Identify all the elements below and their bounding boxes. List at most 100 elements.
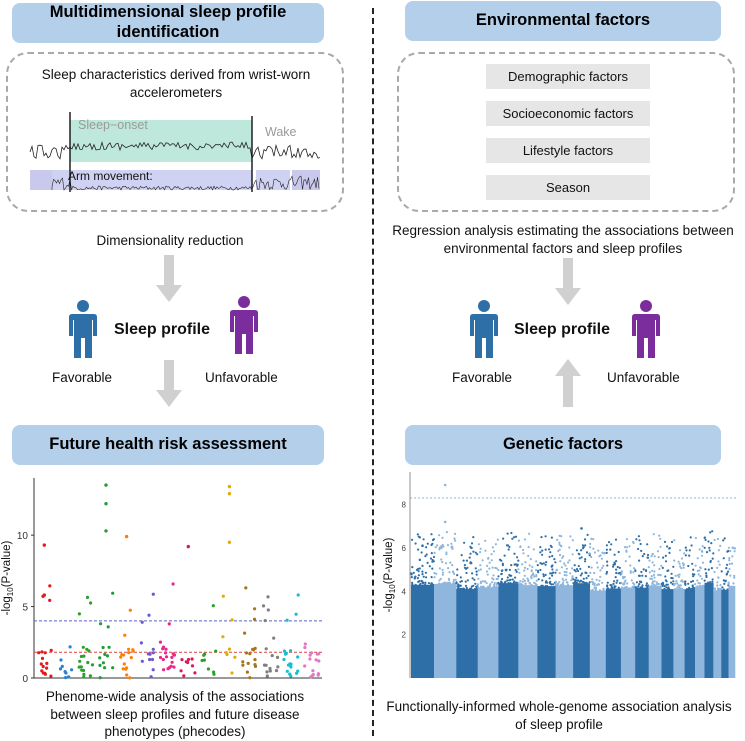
manhattan-point bbox=[716, 537, 719, 541]
manhattan-point bbox=[474, 567, 477, 570]
phewas-point bbox=[214, 649, 218, 653]
phewas-top-point bbox=[104, 502, 108, 506]
phewas-point bbox=[151, 651, 155, 655]
manhattan-point bbox=[606, 564, 609, 567]
manhattan-point bbox=[544, 563, 547, 566]
phewas-point bbox=[140, 659, 144, 663]
manhattan-point bbox=[563, 562, 566, 565]
manhattan-point bbox=[572, 578, 575, 581]
manhattan-point bbox=[521, 563, 524, 566]
phewas-point bbox=[282, 649, 287, 653]
manhattan-point bbox=[530, 570, 533, 573]
manhattan-point bbox=[454, 578, 457, 581]
manhattan-point bbox=[696, 585, 699, 588]
phewas-point bbox=[309, 675, 313, 679]
phewas-point bbox=[127, 647, 131, 651]
manhattan-point bbox=[651, 581, 654, 585]
manhattan-point bbox=[430, 576, 433, 579]
manhattan-point bbox=[689, 536, 692, 539]
manhattan-point bbox=[452, 582, 455, 585]
manhattan-point bbox=[609, 548, 612, 551]
manhattan-point bbox=[459, 580, 462, 583]
manhattan-chromosome-block bbox=[684, 589, 696, 678]
phewas-point bbox=[158, 655, 163, 660]
manhattan-point bbox=[490, 559, 493, 562]
manhattan-point bbox=[479, 547, 482, 550]
manhattan-point bbox=[605, 570, 609, 574]
manhattan-point bbox=[620, 572, 623, 575]
manhattan-point bbox=[492, 550, 496, 553]
manhattan-chromosome-block bbox=[704, 582, 714, 678]
manhattan-point bbox=[539, 562, 542, 565]
manhattan-point bbox=[469, 561, 472, 564]
accelerometer-text: Sleep characteristics derived from wrist… bbox=[41, 67, 311, 100]
manhattan-chromosome-block bbox=[411, 584, 435, 678]
phewas-point bbox=[58, 667, 63, 671]
manhattan-point bbox=[672, 565, 675, 568]
manhattan-point bbox=[629, 564, 632, 567]
manhattan-point bbox=[539, 546, 542, 549]
phewas-point bbox=[227, 647, 232, 651]
manhattan-point bbox=[566, 581, 569, 584]
manhattan-point bbox=[418, 580, 421, 583]
manhattan-point bbox=[552, 571, 555, 574]
manhattan-point bbox=[696, 579, 699, 582]
manhattan-point bbox=[597, 549, 600, 552]
manhattan-point bbox=[705, 575, 708, 579]
manhattan-point bbox=[581, 580, 584, 583]
manhattan-point bbox=[417, 570, 420, 573]
phewas-point bbox=[82, 675, 86, 679]
manhattan-point bbox=[638, 574, 641, 577]
manhattan-point bbox=[730, 562, 734, 565]
manhattan-point bbox=[560, 566, 563, 569]
manhattan-point bbox=[672, 584, 676, 587]
manhattan-point bbox=[513, 552, 516, 555]
phewas-point bbox=[127, 651, 131, 655]
manhattan-point bbox=[681, 580, 684, 583]
phewas-point bbox=[308, 653, 312, 657]
phewas-point bbox=[77, 665, 81, 669]
manhattan-point bbox=[424, 555, 427, 558]
manhattan-point bbox=[463, 566, 466, 569]
manhattan-point bbox=[638, 539, 641, 542]
manhattan-point bbox=[617, 572, 620, 575]
manhattan-point bbox=[421, 573, 424, 576]
manhattan-point bbox=[669, 581, 673, 584]
manhattan-point bbox=[490, 553, 493, 556]
manhattan-point bbox=[575, 576, 578, 579]
manhattan-point bbox=[593, 584, 596, 587]
manhattan-point bbox=[557, 549, 560, 553]
manhattan-point bbox=[711, 578, 714, 581]
manhattan-point bbox=[606, 581, 609, 584]
manhattan-point bbox=[456, 574, 459, 577]
manhattan-point bbox=[523, 538, 526, 541]
manhattan-point bbox=[682, 564, 685, 567]
manhattan-point bbox=[659, 545, 662, 548]
manhattan-point bbox=[509, 578, 512, 581]
favorable-person-icon-right bbox=[470, 300, 498, 358]
manhattan-point bbox=[523, 566, 527, 569]
manhattan-point bbox=[519, 545, 522, 548]
phewas-point bbox=[265, 674, 269, 678]
manhattan-point bbox=[492, 586, 495, 589]
manhattan-point bbox=[731, 555, 734, 558]
header-sleep-profile-identification: Multidimensional sleep profile identific… bbox=[12, 3, 324, 43]
manhattan-point bbox=[413, 576, 416, 579]
manhattan-point bbox=[517, 539, 520, 542]
manhattan-point bbox=[664, 560, 668, 563]
manhattan-point bbox=[506, 544, 509, 547]
manhattan-point bbox=[728, 559, 731, 562]
manhattan-point bbox=[523, 574, 526, 577]
manhattan-point bbox=[614, 538, 618, 541]
manhattan-point bbox=[632, 541, 635, 545]
manhattan-point bbox=[666, 545, 669, 548]
manhattan-point bbox=[644, 569, 648, 572]
manhattan-point bbox=[661, 584, 664, 587]
manhattan-point bbox=[473, 587, 476, 591]
phewas-point bbox=[37, 651, 41, 655]
manhattan-point bbox=[544, 535, 547, 538]
manhattan-point bbox=[651, 561, 654, 564]
manhattan-point bbox=[418, 558, 421, 561]
manhattan-point bbox=[726, 563, 729, 566]
manhattan-point bbox=[683, 552, 686, 555]
